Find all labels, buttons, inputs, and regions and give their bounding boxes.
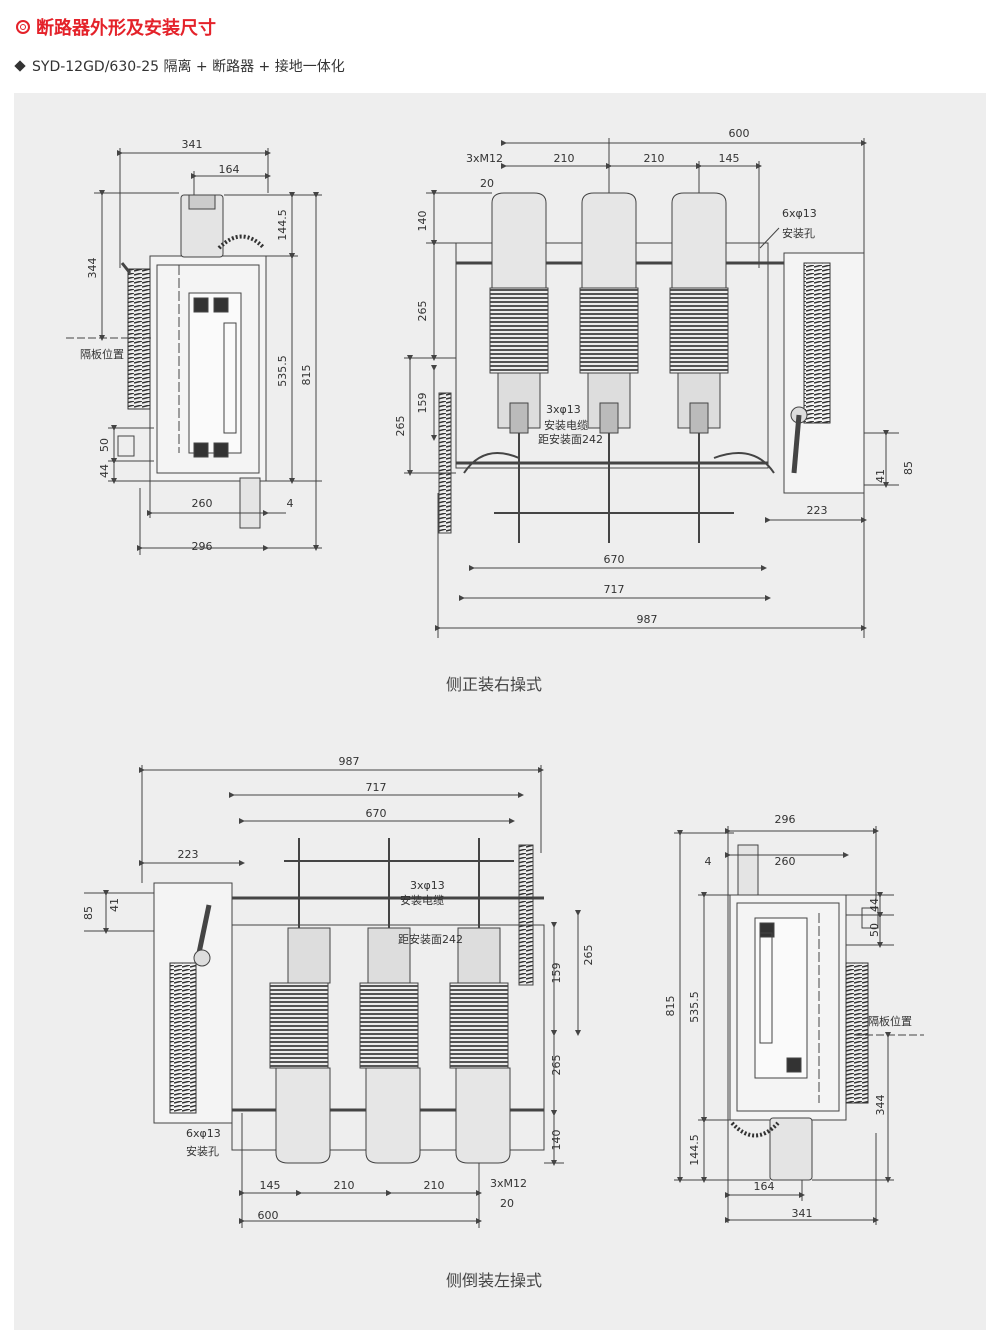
install-hole-top: 安装孔 [782,226,815,240]
dim-140-top: 140 [416,211,429,232]
bolt-depth-bottom: 20 [500,1197,514,1210]
dim-600-bottom: 600 [258,1209,279,1222]
from-surface-top: 距安装面242 [538,432,603,446]
dim-144-5: 144.5 [276,209,289,241]
model-subtitle: SYD-12GD/630-25 隔离 + 断路器 + 接地一体化 [14,56,345,76]
dim-164: 164 [219,163,240,176]
dim-164-bottom: 164 [754,1180,775,1193]
dim-4: 4 [287,497,294,510]
dim-717-top: 717 [604,583,625,596]
dim-535-5: 535.5 [276,355,289,387]
dim-223-top: 223 [807,504,828,517]
dim-50: 50 [98,438,111,452]
dim-600-top: 600 [729,127,750,140]
top-side-view [66,148,322,555]
bottom-side-view [674,826,924,1225]
pole-2 [579,192,639,543]
dim-44-bottom: 44 [868,898,881,912]
top-front-view [404,138,899,638]
dim-260: 260 [192,497,213,510]
double-circle-icon [16,20,30,34]
dim-815-bottom: 815 [664,996,677,1017]
pole-3 [669,192,729,543]
dim-223-bottom: 223 [178,848,199,861]
bolt-label-bottom: 3xM12 [490,1177,527,1190]
dim-210-a-top: 210 [554,152,575,165]
dim-159-bottom: 159 [550,963,563,984]
label-partition: 隔板位置 [80,347,124,361]
section-title: 断路器外形及安装尺寸 [16,14,216,40]
dim-815: 815 [300,365,313,386]
dim-265-a-top: 265 [416,301,429,322]
caption-top: 侧正装右操式 [445,675,542,694]
dim-670-top: 670 [604,553,625,566]
technical-drawing: 341 164 344 隔板位置 144.5 535.5 815 260 4 2… [66,127,924,1228]
bottom-front-view [84,765,581,1228]
dim-987-bottom: 987 [339,755,360,768]
from-surface-bottom: 距安装面242 [398,932,463,946]
pole-1-b [269,838,331,1164]
bolt-depth-top: 20 [480,177,494,190]
cable-label-top: 安装电缆 [544,418,588,432]
caption-bottom: 侧倒装左操式 [445,1271,542,1290]
dim-987-top: 987 [637,613,658,626]
dim-344: 344 [86,258,99,279]
dim-41-bottom: 41 [108,898,121,912]
diamond-bullet-icon [14,60,26,72]
pole-2-b [359,838,421,1164]
section-title-text: 断路器外形及安装尺寸 [36,18,216,39]
dim-296-bottom: 296 [775,813,796,826]
dim-260-bottom: 260 [775,855,796,868]
model-subtitle-text: SYD-12GD/630-25 隔离 + 断路器 + 接地一体化 [32,59,345,75]
dim-210-b-bottom: 210 [424,1179,445,1192]
dim-145-bottom: 145 [260,1179,281,1192]
dim-85-bottom: 85 [82,906,95,920]
dim-210-b-top: 210 [644,152,665,165]
pole-3-b [449,838,511,1164]
dim-265-b-top: 265 [394,416,407,437]
dim-145-top: 145 [719,152,740,165]
dim-265-b-bottom: 265 [550,1055,563,1076]
dim-341: 341 [182,138,203,151]
dim-670-bottom: 670 [366,807,387,820]
dim-50-bottom: 50 [868,923,881,937]
bolt-label-top: 3xM12 [466,152,503,165]
dim-41-top: 41 [874,469,887,483]
dim-265-a-bottom: 265 [582,945,595,966]
dim-44: 44 [98,464,111,478]
holes-label-bottom: 6xφ13 [186,1127,221,1140]
dim-144-5-bottom: 144.5 [688,1134,701,1166]
pole-1 [489,192,549,543]
cable-holes-top: 3xφ13 [546,403,581,416]
dim-4-bottom: 4 [705,855,712,868]
dim-717-bottom: 717 [366,781,387,794]
dim-159-top: 159 [416,393,429,414]
dim-85-top: 85 [902,461,915,475]
holes-label-top: 6xφ13 [782,207,817,220]
cable-holes-bottom: 3xφ13 [410,879,445,892]
dim-341-bottom: 341 [792,1207,813,1220]
dim-210-a-bottom: 210 [334,1179,355,1192]
label-partition-bottom: 隔板位置 [868,1014,912,1028]
drawing-panel: 341 164 344 隔板位置 144.5 535.5 815 260 4 2… [14,93,986,1330]
dim-140-bottom: 140 [550,1130,563,1151]
dim-344-bottom: 344 [874,1095,887,1116]
dim-296: 296 [192,540,213,553]
dim-535-5-bottom: 535.5 [688,991,701,1023]
cable-label-bottom: 安装电缆 [400,893,444,907]
install-hole-bottom: 安装孔 [186,1144,219,1158]
